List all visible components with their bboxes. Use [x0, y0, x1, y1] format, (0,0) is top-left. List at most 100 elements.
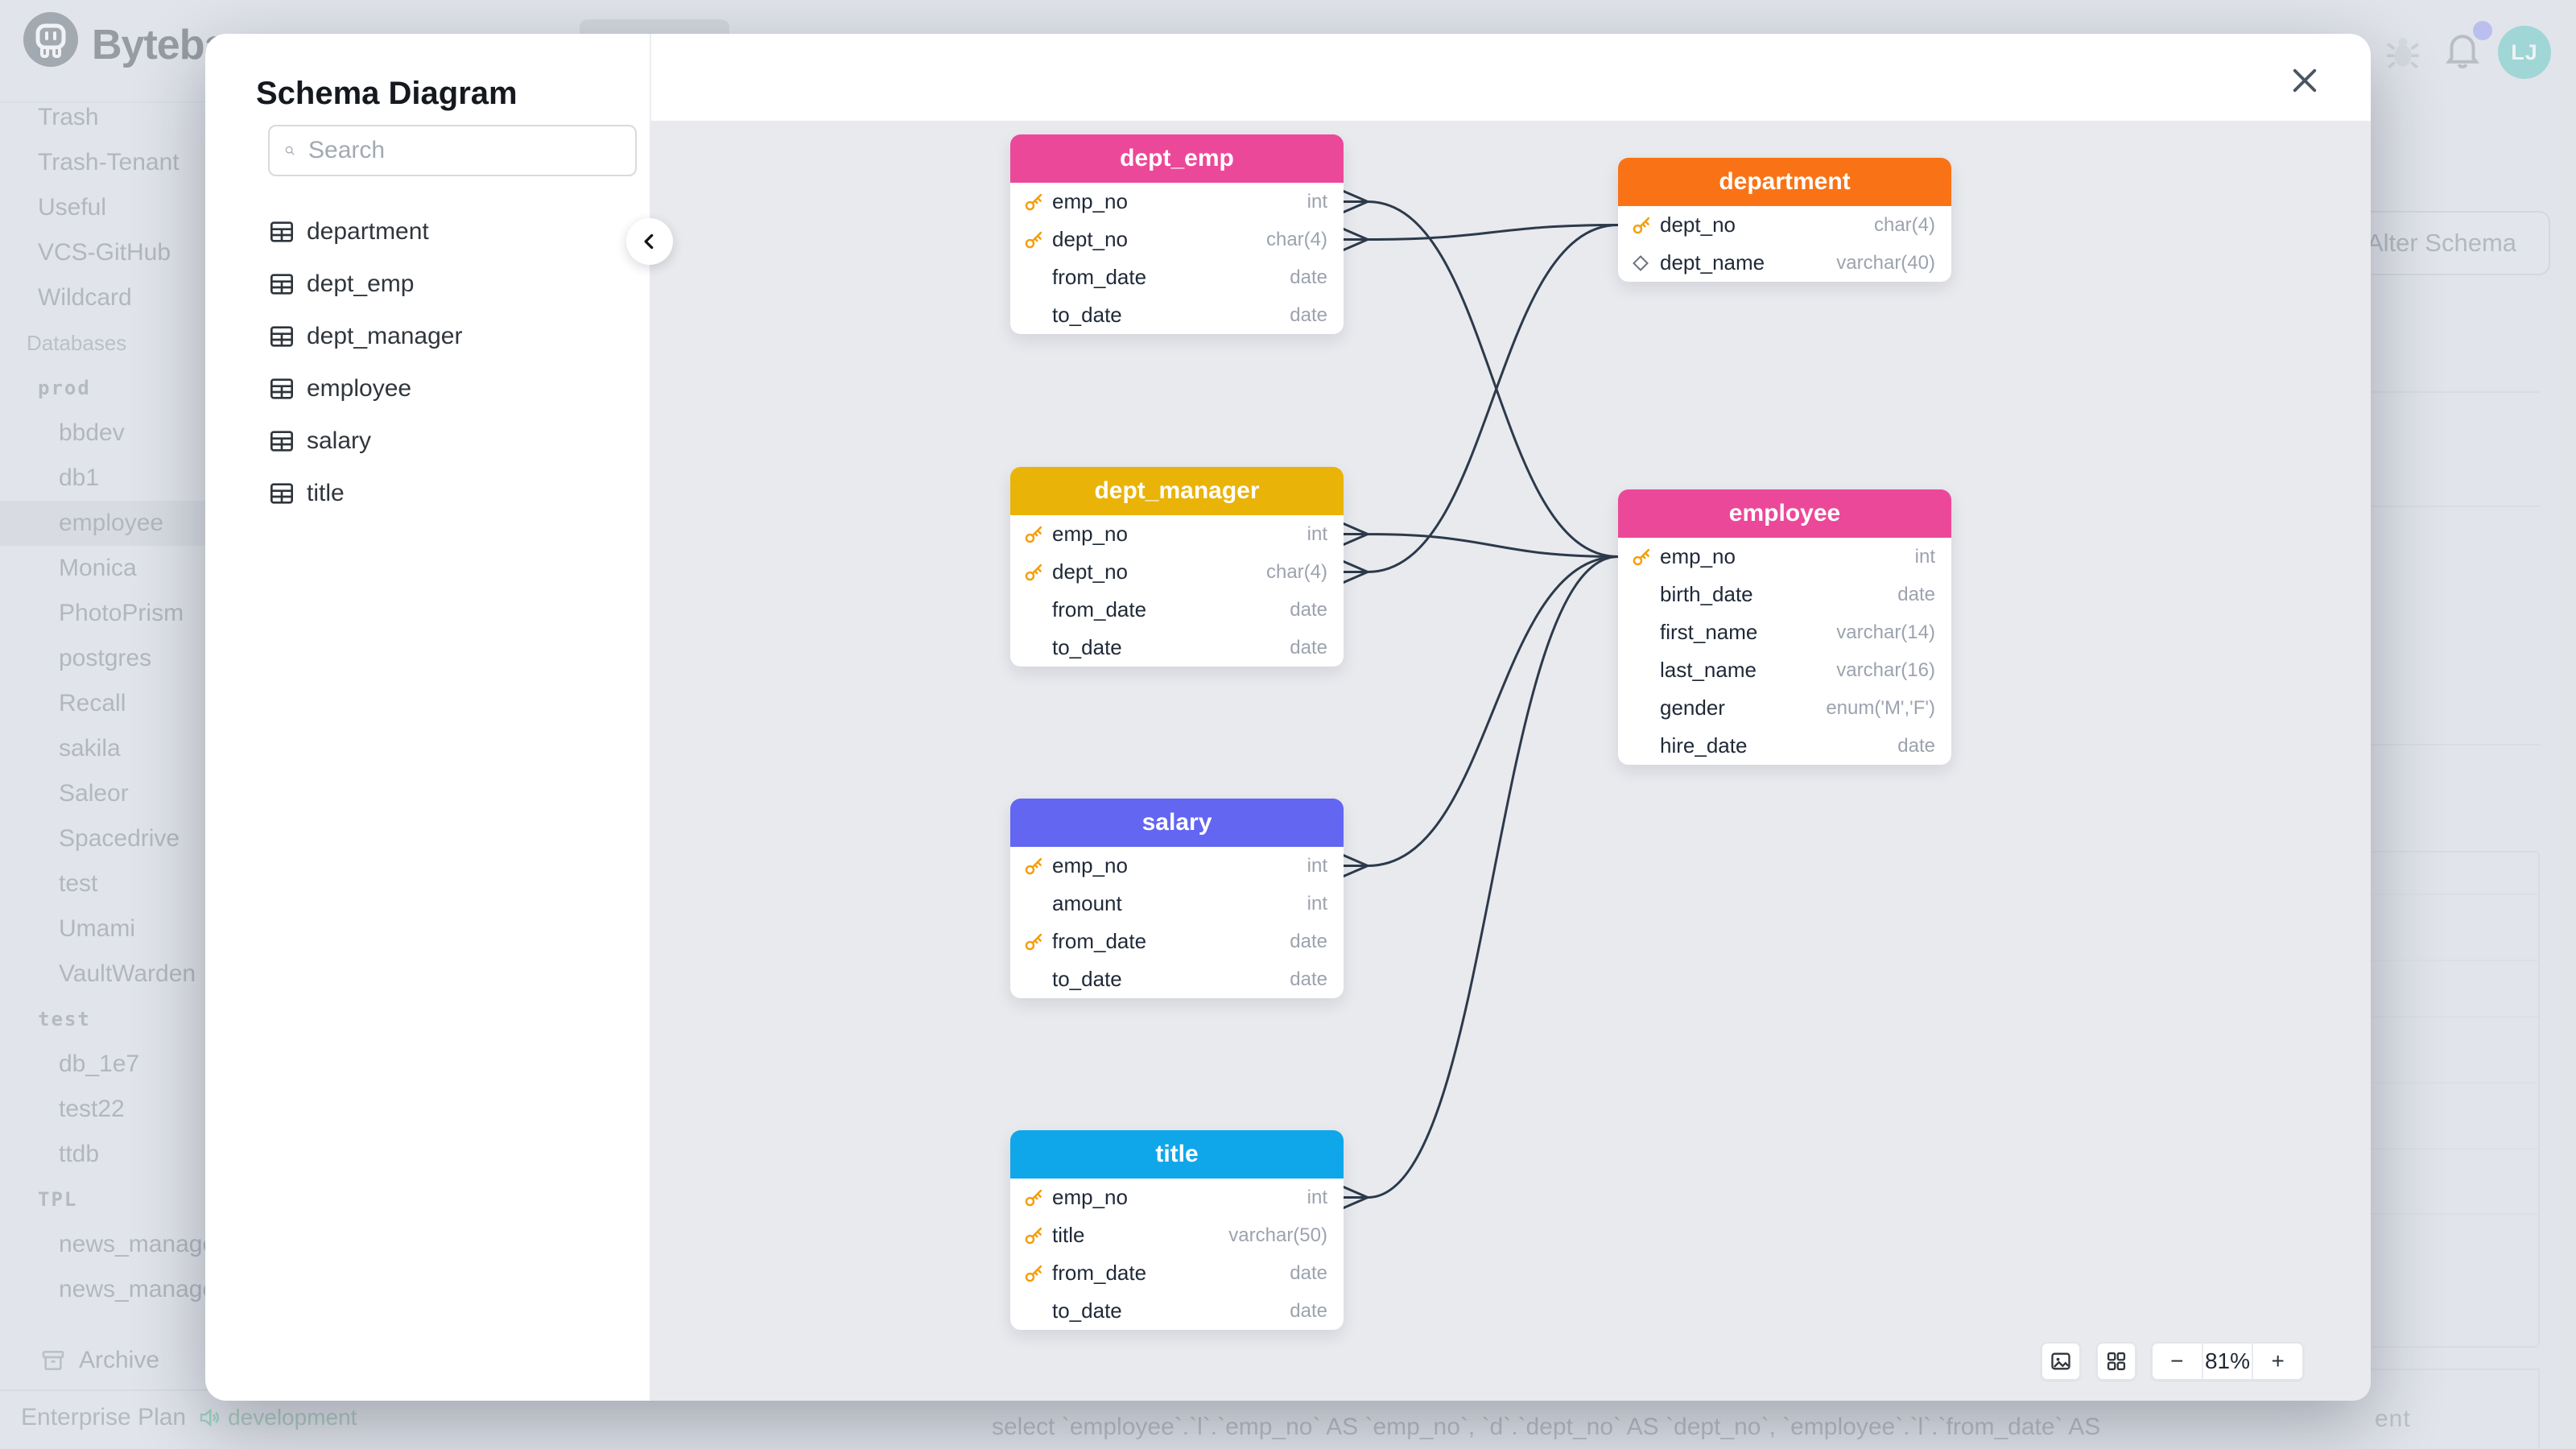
primary-key-icon	[1633, 548, 1650, 566]
zoom-in-button[interactable]: +	[2252, 1344, 2302, 1379]
table-list-item-title[interactable]: title	[268, 467, 637, 519]
er-column-from_date: from_date date	[1010, 258, 1344, 296]
primary-key-icon	[1025, 526, 1042, 543]
modal-title: Schema Diagram	[256, 76, 518, 111]
table-icon	[270, 221, 293, 242]
column-name: emp_no	[1052, 522, 1128, 546]
zoom-out-button[interactable]: −	[2170, 1348, 2184, 1373]
column-type: char(4)	[1873, 213, 1935, 236]
primary-key-icon	[1025, 857, 1042, 875]
column-type: date	[1290, 636, 1327, 658]
column-type: date	[1290, 930, 1327, 952]
column-name: emp_no	[1052, 189, 1128, 213]
column-type: int	[1307, 892, 1327, 914]
search-box[interactable]	[268, 125, 637, 176]
table-list-item-dept_emp[interactable]: dept_emp	[268, 258, 637, 310]
primary-key-icon	[1025, 193, 1042, 211]
column-type: int	[1307, 1186, 1327, 1208]
export-image-button[interactable]	[2041, 1342, 2081, 1381]
table-list-item-department[interactable]: department	[268, 205, 637, 258]
primary-key-icon	[1025, 1265, 1042, 1282]
column-type: date	[1897, 583, 1935, 605]
er-column-emp_no: emp_no int	[1010, 183, 1344, 221]
er-table-header: employee	[1618, 489, 1951, 538]
index-diamond-icon	[1633, 254, 1649, 271]
column-type: varchar(40)	[1836, 251, 1935, 274]
column-type: enum('M','F')	[1826, 696, 1935, 719]
column-name: dept_no	[1052, 559, 1128, 584]
close-button[interactable]	[2282, 58, 2327, 103]
er-table-header: salary	[1010, 799, 1344, 847]
er-table-header: dept_manager	[1010, 467, 1344, 515]
column-name: last_name	[1660, 658, 1757, 682]
column-name: to_date	[1052, 967, 1122, 991]
table-list-item-employee[interactable]: employee	[268, 362, 637, 415]
collapse-panel-button[interactable]	[626, 218, 673, 265]
column-name: title	[1052, 1223, 1085, 1247]
column-name: from_date	[1052, 597, 1147, 621]
zoom-controls: − 81% +	[2151, 1342, 2304, 1381]
search-icon	[285, 146, 295, 155]
column-type: date	[1290, 968, 1327, 990]
column-name: hire_date	[1660, 733, 1748, 758]
column-name: gender	[1660, 696, 1725, 720]
column-name: to_date	[1052, 635, 1122, 659]
primary-key-icon	[1025, 933, 1042, 951]
column-name: amount	[1052, 891, 1122, 915]
table-icon	[270, 430, 293, 452]
table-list-item-dept_manager[interactable]: dept_manager	[268, 310, 637, 362]
er-column-from_date: from_date date	[1010, 923, 1344, 960]
er-table-header: title	[1010, 1130, 1344, 1179]
table-icon	[270, 378, 293, 399]
column-name: dept_no	[1052, 227, 1128, 251]
er-column-title: title varchar(50)	[1010, 1216, 1344, 1254]
primary-key-icon	[1025, 1189, 1042, 1207]
er-column-dept_no: dept_no char(4)	[1618, 206, 1951, 244]
er-column-emp_no: emp_no int	[1010, 1179, 1344, 1216]
column-type: date	[1290, 266, 1327, 288]
table-icon	[270, 273, 293, 295]
column-type: varchar(50)	[1228, 1224, 1327, 1246]
column-name: emp_no	[1052, 853, 1128, 877]
column-name: from_date	[1052, 929, 1147, 953]
column-name: first_name	[1660, 620, 1758, 644]
column-type: int	[1914, 545, 1935, 568]
search-input[interactable]	[307, 136, 621, 165]
table-list-label: salary	[307, 427, 372, 454]
table-icon	[270, 482, 293, 504]
table-list-item-salary[interactable]: salary	[268, 415, 637, 467]
column-name: dept_no	[1660, 213, 1736, 237]
schema-diagram-modal: Schema Diagram departmentdept_empdept_ma…	[205, 34, 2371, 1401]
column-type: int	[1307, 190, 1327, 213]
close-icon	[2293, 68, 2317, 93]
column-type: date	[1290, 1261, 1327, 1284]
column-name: emp_no	[1660, 544, 1736, 568]
column-type: date	[1290, 303, 1327, 326]
column-name: emp_no	[1052, 1185, 1128, 1209]
column-name: from_date	[1052, 265, 1147, 289]
auto-layout-button[interactable]	[2096, 1342, 2136, 1381]
